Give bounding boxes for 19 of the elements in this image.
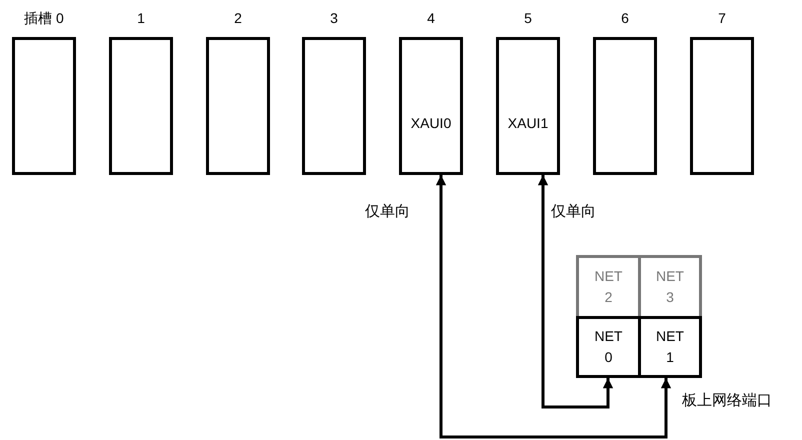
edge-label: 仅单向 xyxy=(551,202,596,221)
slot-label: 3 xyxy=(330,9,338,28)
arrow xyxy=(436,175,672,438)
slot-label: 1 xyxy=(137,9,145,28)
slot-label: 插槽 0 xyxy=(24,9,64,28)
port-box: NET 1 xyxy=(638,316,702,378)
port-box: NET 3 xyxy=(638,255,702,319)
interface-label: XAUI0 xyxy=(410,115,452,131)
slot-label: 4 xyxy=(427,9,435,28)
slot-label: 2 xyxy=(234,9,242,28)
slot-label: 5 xyxy=(524,9,532,28)
slot-label: 6 xyxy=(621,9,629,28)
arrow xyxy=(538,175,614,408)
slot-label: 7 xyxy=(718,9,726,28)
port-box: NET 0 xyxy=(576,316,641,378)
edge-label: 仅单向 xyxy=(365,202,410,221)
port-box: NET 2 xyxy=(576,255,641,319)
port-caption: 板上网络端口 xyxy=(682,391,772,410)
interface-label: XAUI1 xyxy=(508,115,548,131)
